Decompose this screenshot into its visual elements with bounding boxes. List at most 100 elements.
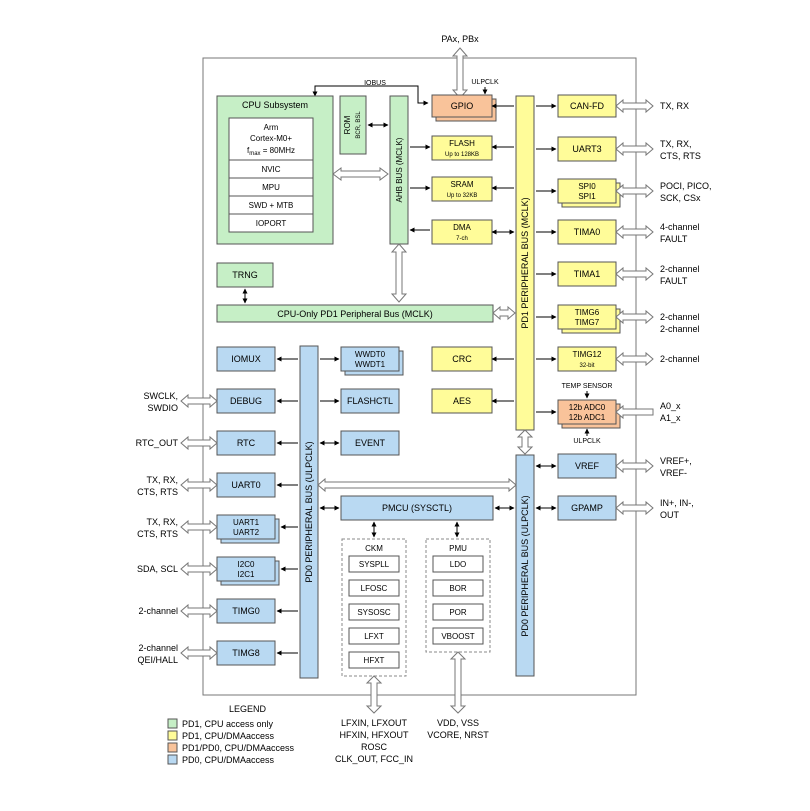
- i2c0-label: I2C0: [238, 560, 255, 569]
- cpu-ahb-arrow: [332, 167, 389, 181]
- uart2-label: UART2: [233, 528, 260, 537]
- debug-signals-2: SWDIO: [148, 403, 179, 413]
- cpu-subsystem-title: CPU Subsystem: [242, 100, 308, 110]
- timg8-signals-2: QEI/HALL: [137, 655, 178, 665]
- vboost-label: VBOOST: [441, 632, 474, 641]
- rom-sub-label: BCR, BSL: [356, 111, 362, 139]
- legend-label-pd1-pd0: PD1/PD0, CPU/DMAaccess: [182, 743, 295, 753]
- syspll-box: [348, 555, 400, 573]
- timg0-ext-arrow: [180, 603, 218, 619]
- timg8-signals-1: 2-channel: [138, 643, 178, 653]
- lfxt-box: [348, 627, 400, 645]
- tima0-ext-arrow: [615, 224, 654, 240]
- event-label: EVENT: [355, 438, 386, 448]
- uart0-ext-arrow: [180, 477, 218, 493]
- uart12-signals-1: TX, RX,: [146, 517, 178, 527]
- tima1-signals-2: FAULT: [660, 276, 688, 286]
- pmu-signals-2: VCORE, NRST: [427, 730, 489, 740]
- tima0-signals-2: FAULT: [660, 234, 688, 244]
- debug-signals-1: SWCLK,: [143, 391, 178, 401]
- uart3-signals-2: CTS, RTS: [660, 151, 701, 161]
- uart3-ext-arrow: [615, 141, 654, 157]
- uart0-signals-1: TX, RX,: [146, 475, 178, 485]
- rtc-block: [216, 430, 276, 456]
- cpu-fmax-text: fmax = 80MHz: [247, 146, 295, 157]
- rtc-label: RTC: [237, 438, 256, 448]
- swd-mtb-label: SWD + MTB: [249, 201, 294, 210]
- timg12-ext-arrow: [615, 351, 654, 367]
- pmu-group: [425, 538, 491, 653]
- adc0-label: 12b ADC0: [569, 403, 606, 412]
- lfosc-box: [348, 579, 400, 597]
- dma-label: DMA: [453, 223, 471, 232]
- legend-title: LEGEND: [229, 704, 267, 714]
- spi0-label: SPI0: [578, 182, 596, 191]
- hfxt-box: [348, 651, 400, 669]
- i2c1-label: I2C1: [238, 570, 255, 579]
- spi1-label: SPI1: [578, 192, 596, 201]
- vref-signals-1: VREF+,: [660, 456, 692, 466]
- timg67-ext-arrow: [615, 309, 654, 325]
- tima0-label: TIMA0: [574, 227, 601, 237]
- por-box: [432, 603, 484, 621]
- cpu-subsystem: CPU Subsystem Arm Cortex-M0+ fmax = 80MH…: [216, 95, 334, 245]
- ckm-ext-arrow: [365, 675, 383, 714]
- ldo-label: LDO: [450, 560, 466, 569]
- canfd-label: CAN-FD: [570, 101, 604, 111]
- flash-label: FLASH: [449, 139, 475, 148]
- uart0-label: UART0: [231, 480, 260, 490]
- vboost-box: [432, 627, 484, 645]
- trng-block: [216, 262, 274, 288]
- timg12-block: [557, 346, 617, 372]
- timg0-label: TIMG0: [232, 606, 260, 616]
- sram-label: SRAM: [450, 180, 473, 189]
- ckm-signals-2: HFXIN, HFXOUT: [340, 730, 410, 740]
- hfxt-label: HFXT: [364, 656, 385, 665]
- iobus-line: [312, 85, 429, 106]
- legend-label-pd1-cpu-only: PD1, CPU access only: [182, 719, 274, 729]
- gpio-label: GPIO: [451, 101, 474, 111]
- por-label: POR: [449, 608, 467, 617]
- spi-ext-arrow: [615, 183, 654, 199]
- iomux-label: IOMUX: [231, 354, 261, 364]
- event-block: [340, 430, 400, 456]
- iobus-label: IOBUS: [364, 80, 386, 87]
- sram-size-label: Up to 32KB: [447, 193, 478, 199]
- flashctl-label: FLASHCTL: [347, 396, 393, 406]
- ioport-box: [228, 213, 314, 233]
- gpamp-block: [557, 495, 617, 521]
- lfxt-label: LFXT: [364, 632, 384, 641]
- pd1-pd0-bus-arrow: [516, 429, 534, 455]
- vref-ext-arrow: [615, 458, 654, 474]
- bor-box: [432, 579, 484, 597]
- adc1-label: 12b ADC1: [569, 413, 606, 422]
- iomux-block: [216, 346, 276, 372]
- legend: LEGEND PD1, CPU access only PD1, CPU/DMA…: [167, 704, 295, 765]
- sysosc-label: SYSOSC: [357, 608, 391, 617]
- uart0-block: [216, 472, 276, 498]
- ckm-signals-3: ROSC: [361, 742, 388, 752]
- ioport-label: IOPORT: [256, 219, 287, 228]
- adc-signals-1: A0_x: [660, 401, 681, 411]
- i2c-signals: SDA, SCL: [137, 564, 178, 574]
- mpu-label: MPU: [262, 183, 280, 192]
- pmcu-block: [340, 495, 494, 521]
- spi-signals-2: SCK, CSx: [660, 193, 701, 203]
- legend-swatch-pd0: [167, 754, 178, 765]
- cpu-core-line-2: Cortex-M0+: [250, 134, 292, 143]
- rom-label: ROM: [343, 115, 352, 134]
- timg8-ext-arrow: [180, 645, 218, 661]
- rtc-ext-arrow: [180, 435, 218, 451]
- legend-swatch-pd1-cpu-only: [167, 718, 178, 729]
- uart12-block: [216, 514, 276, 540]
- legend-label-pd1-dma: PD1, CPU/DMAaccess: [182, 731, 275, 741]
- bor-label: BOR: [449, 584, 467, 593]
- uart0-signals-2: CTS, RTS: [137, 487, 178, 497]
- pmu-title: PMU: [449, 544, 467, 553]
- legend-label-pd0: PD0, CPU/DMAaccess: [182, 755, 275, 765]
- tima1-ext-arrow: [615, 266, 654, 282]
- ckm-title: CKM: [365, 544, 383, 553]
- flashctl-block: [340, 388, 400, 414]
- uart3-signals-1: TX, RX,: [660, 139, 692, 149]
- timg67-block: [557, 304, 617, 330]
